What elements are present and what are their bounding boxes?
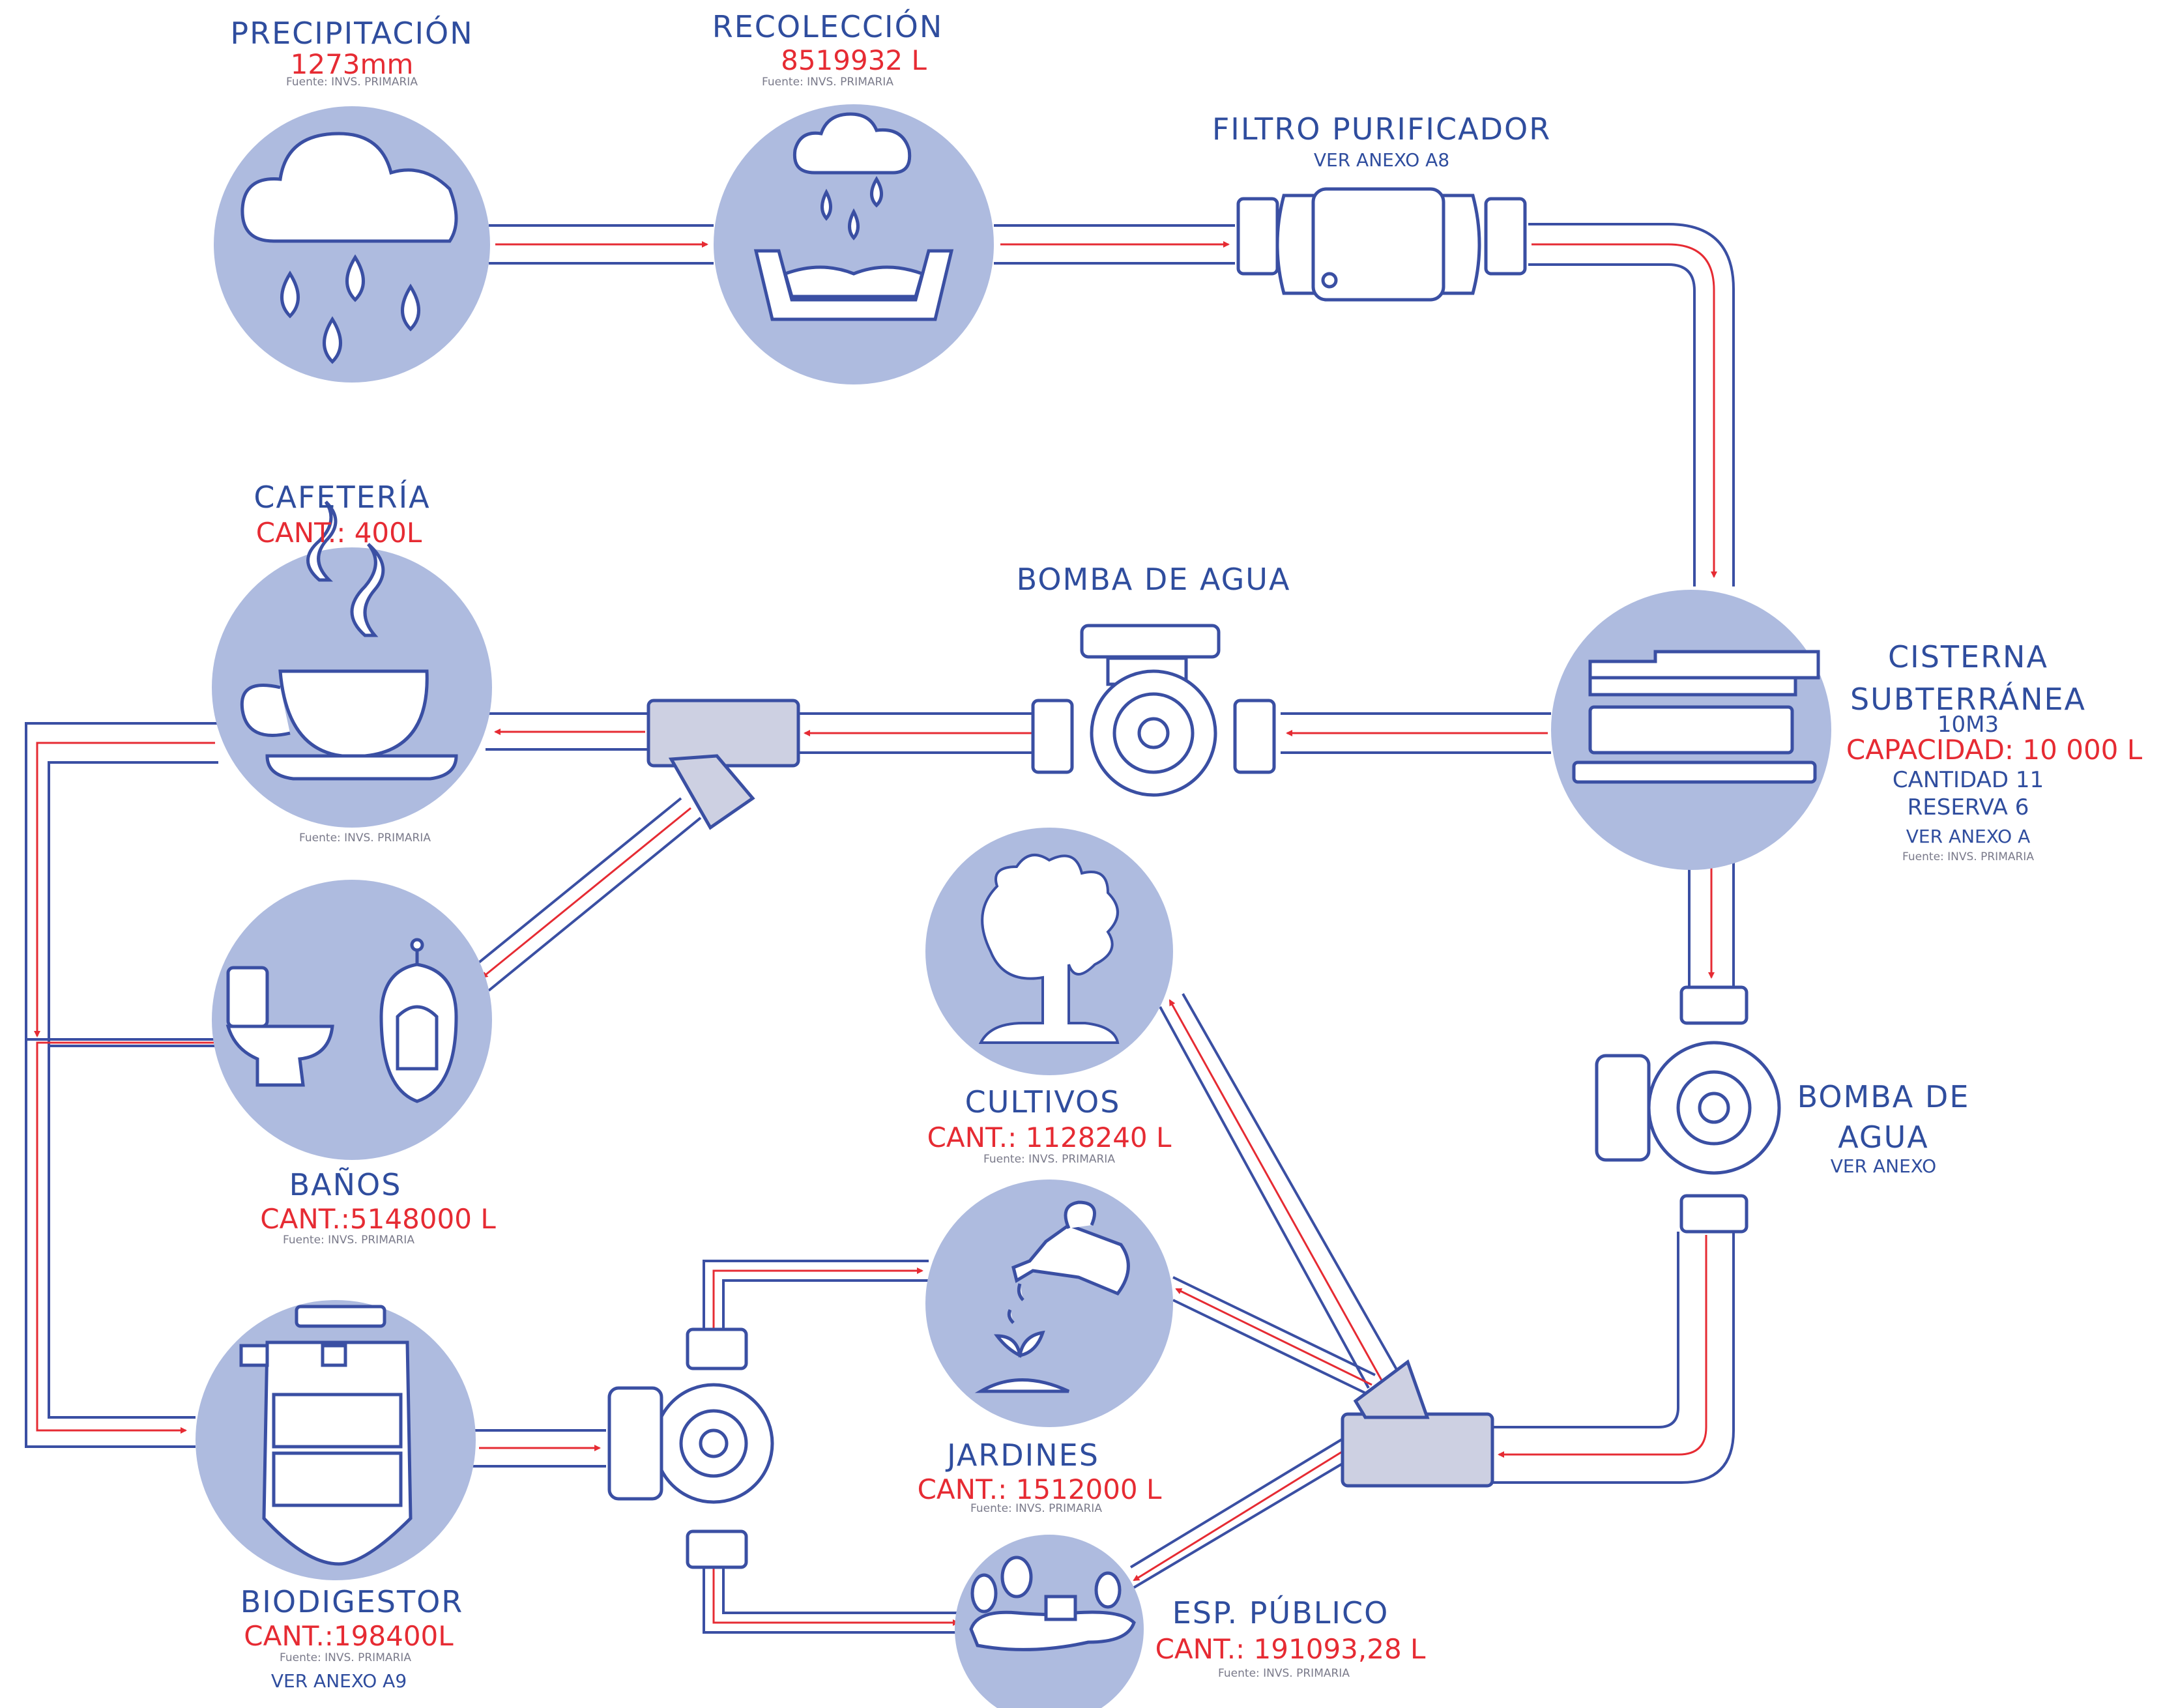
filtro-note: VER ANEXO A8 [1313, 149, 1450, 171]
bomba-right-title1: BOMBA DE [1797, 1079, 1970, 1114]
crops-plant-icon [978, 854, 1120, 1044]
pipe-filter-cultivos [1159, 993, 1399, 1389]
cistern-tank-icon [1572, 650, 1820, 784]
pipe-bomba-filter [798, 712, 1069, 754]
precipitacion-value: 1273mm [290, 48, 414, 80]
flow-11 [1498, 1235, 1707, 1458]
banos-title: BAÑOS [289, 1167, 402, 1202]
pipe-bomba-filter-br [1492, 1232, 1735, 1484]
pipe-recoleccion-filtro [994, 224, 1235, 265]
filtro-title: FILTRO PURIFICADOR [1212, 111, 1552, 147]
cisterna-reserve: RESERVA 6 [1907, 794, 2029, 820]
flow-3 [1532, 243, 1717, 578]
recoleccion-source: Fuente: INVS. PRIMARIA [762, 76, 893, 89]
flow-13 [1175, 1288, 1372, 1386]
cisterna-quantity: CANTIDAD 11 [1892, 767, 2044, 793]
jardines-value: CANT.: 1512000 L [917, 1473, 1162, 1505]
flow-12 [1169, 999, 1383, 1381]
pipe-cisterna-bomba [1281, 712, 1551, 754]
pipe-filter-cafeteria [486, 712, 648, 751]
precipitacion-source: Fuente: INVS. PRIMARIA [286, 76, 418, 89]
cisterna-source: Fuente: INVS. PRIMARIA [1902, 850, 2034, 863]
recoleccion-value: 8519932 L [781, 44, 927, 76]
biodigestor-source: Fuente: INVS. PRIMARIA [280, 1651, 411, 1664]
flow-16 [712, 1267, 923, 1349]
flow-14 [1133, 1442, 1356, 1582]
cultivos-source: Fuente: INVS. PRIMARIA [983, 1153, 1115, 1166]
pipe-precip-recoleccion [489, 224, 714, 265]
rain-cloud-icon [240, 132, 458, 364]
banos-value: CANT.:5148000 L [260, 1203, 496, 1235]
esp-publico-source: Fuente: INVS. PRIMARIA [1218, 1667, 1350, 1680]
water-pump-icon [1031, 624, 1276, 797]
esp-publico-title: ESP. PÚBLICO [1172, 1595, 1389, 1630]
jardines-source: Fuente: INVS. PRIMARIA [970, 1502, 1102, 1515]
cafeteria-value: CANT.: 400L [255, 517, 422, 549]
flow-9 [36, 1041, 215, 1434]
precipitacion-title: PRECIPITACIÓN [230, 16, 474, 51]
pipe-filter-esp [1123, 1426, 1363, 1595]
cisterna-title1: CISTERNA [1888, 639, 2048, 674]
y-filter-bottom-right [1341, 1359, 1494, 1488]
flow-17 [712, 1541, 959, 1626]
cisterna-note: VER ANEXO A [1906, 826, 2031, 847]
bomba-top-title: BOMBA DE AGUA [1016, 562, 1291, 597]
biodigestor-note: VER ANEXO A9 [270, 1670, 407, 1692]
flow-7 [481, 807, 691, 979]
cisterna-capacity: CAPACIDAD: 10 000 L [1846, 734, 2143, 766]
cisterna-title2: SUBTERRÁNEA [1850, 682, 2087, 717]
pipe-left-vertical [25, 722, 218, 1448]
cafeteria-title: CAFETERÍA [254, 480, 431, 515]
pipe-bio-bomba [472, 1429, 606, 1468]
bomba-right-note: VER ANEXO [1830, 1155, 1937, 1177]
coffee-cup-icon [240, 500, 458, 781]
toilet-urinal-icon [225, 938, 458, 1103]
bomba-right-title2: AGUA [1838, 1120, 1929, 1155]
cafeteria-source: Fuente: INVS. PRIMARIA [299, 832, 431, 845]
water-pump-right-icon [1595, 985, 1781, 1234]
collection-basin-icon [753, 112, 954, 321]
cisterna-size: 10M3 [1937, 712, 1999, 738]
pipe-cisterna-bomba-right [1688, 860, 1735, 987]
biodigestor-title: BIODIGESTOR [240, 1584, 464, 1619]
banos-source: Fuente: INVS. PRIMARIA [283, 1234, 414, 1247]
public-park-icon [969, 1556, 1136, 1651]
cultivos-title: CULTIVOS [965, 1084, 1121, 1120]
esp-publico-value: CANT.: 191093,28 L [1155, 1633, 1426, 1665]
jardines-title: JARDINES [947, 1438, 1099, 1473]
pipe-filter-banos [471, 797, 702, 992]
y-filter-top [646, 699, 800, 830]
pipe-filter-jardines [1172, 1276, 1376, 1396]
biodigester-tank-icon [239, 1305, 413, 1566]
cultivos-value: CANT.: 1128240 L [927, 1122, 1172, 1153]
water-pump-bottom-icon [607, 1327, 774, 1569]
flow-8 [34, 742, 215, 1037]
recoleccion-title: RECOLECCIÓN [712, 9, 944, 44]
water-filter-icon [1236, 187, 1527, 302]
pipe-filtro-cisterna [1528, 223, 1735, 586]
watering-can-icon [974, 1200, 1130, 1393]
biodigestor-value: CANT.:198400L [244, 1620, 454, 1652]
